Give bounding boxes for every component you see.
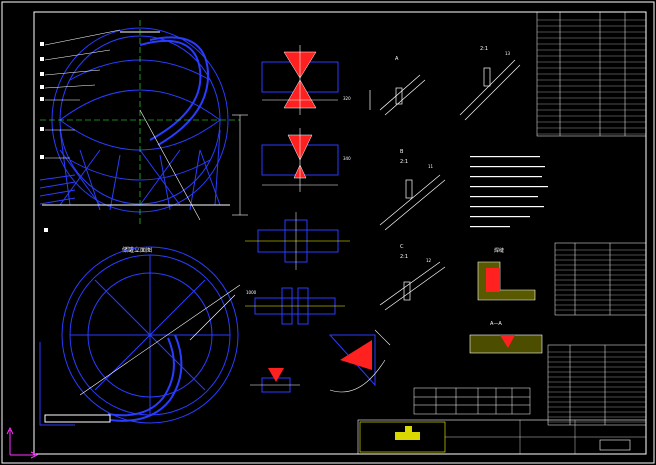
- aa-section-label: A—A: [490, 321, 502, 327]
- parts-table-bottom-rows: [548, 351, 646, 423]
- parts-table-middle: [554, 242, 647, 316]
- weld-label: 焊缝: [494, 247, 504, 254]
- parts-table-top-rows: [537, 19, 646, 135]
- detail-b-title: B: [400, 149, 404, 155]
- detail-c-number: 12: [426, 258, 432, 263]
- plan-dims: [79, 284, 241, 396]
- materials-table: [413, 387, 531, 415]
- detail-top-right: [459, 59, 521, 121]
- small-weld-detail: [250, 368, 300, 393]
- tank-leaders: [44, 29, 248, 221]
- detail-c: [379, 261, 446, 311]
- tank-balloons: [40, 42, 48, 232]
- detail-b-scale: 2:1: [400, 159, 408, 165]
- flange-detail-2: [245, 287, 345, 325]
- weld-detail-1: [261, 45, 339, 115]
- detail-b-number: 11: [428, 164, 434, 169]
- detail-top-scale: 2:1: [480, 46, 488, 52]
- parts-table-bottom: [547, 344, 647, 426]
- parts-table-middle-rows: [555, 249, 646, 311]
- technical-notes: [470, 156, 548, 228]
- ucs-axis-icon: [6, 426, 39, 459]
- title-block: [357, 419, 647, 455]
- plan-dim-label: 1000: [246, 290, 257, 295]
- aa-section-detail: [469, 334, 543, 354]
- dim-label-340: 340: [343, 156, 351, 161]
- tank-centerlines: [40, 20, 240, 225]
- elevation-title: 储罐立面图: [122, 246, 152, 254]
- tank-plan-view: [39, 246, 239, 426]
- dim-label-320: 320: [343, 96, 351, 101]
- flange-detail-1: [245, 212, 350, 270]
- detail-a-title: A: [395, 56, 399, 62]
- inner-frame: [33, 11, 647, 455]
- detail-b: [379, 174, 446, 231]
- corner-weld-detail: [328, 329, 391, 393]
- detail-c-scale: 2:1: [400, 254, 408, 260]
- detail-top-number: 13: [505, 51, 511, 56]
- weld-symbol-detail: [477, 261, 536, 301]
- detail-c-title: C: [400, 244, 404, 250]
- detail-a: [369, 74, 426, 116]
- weld-detail-2: [261, 128, 339, 192]
